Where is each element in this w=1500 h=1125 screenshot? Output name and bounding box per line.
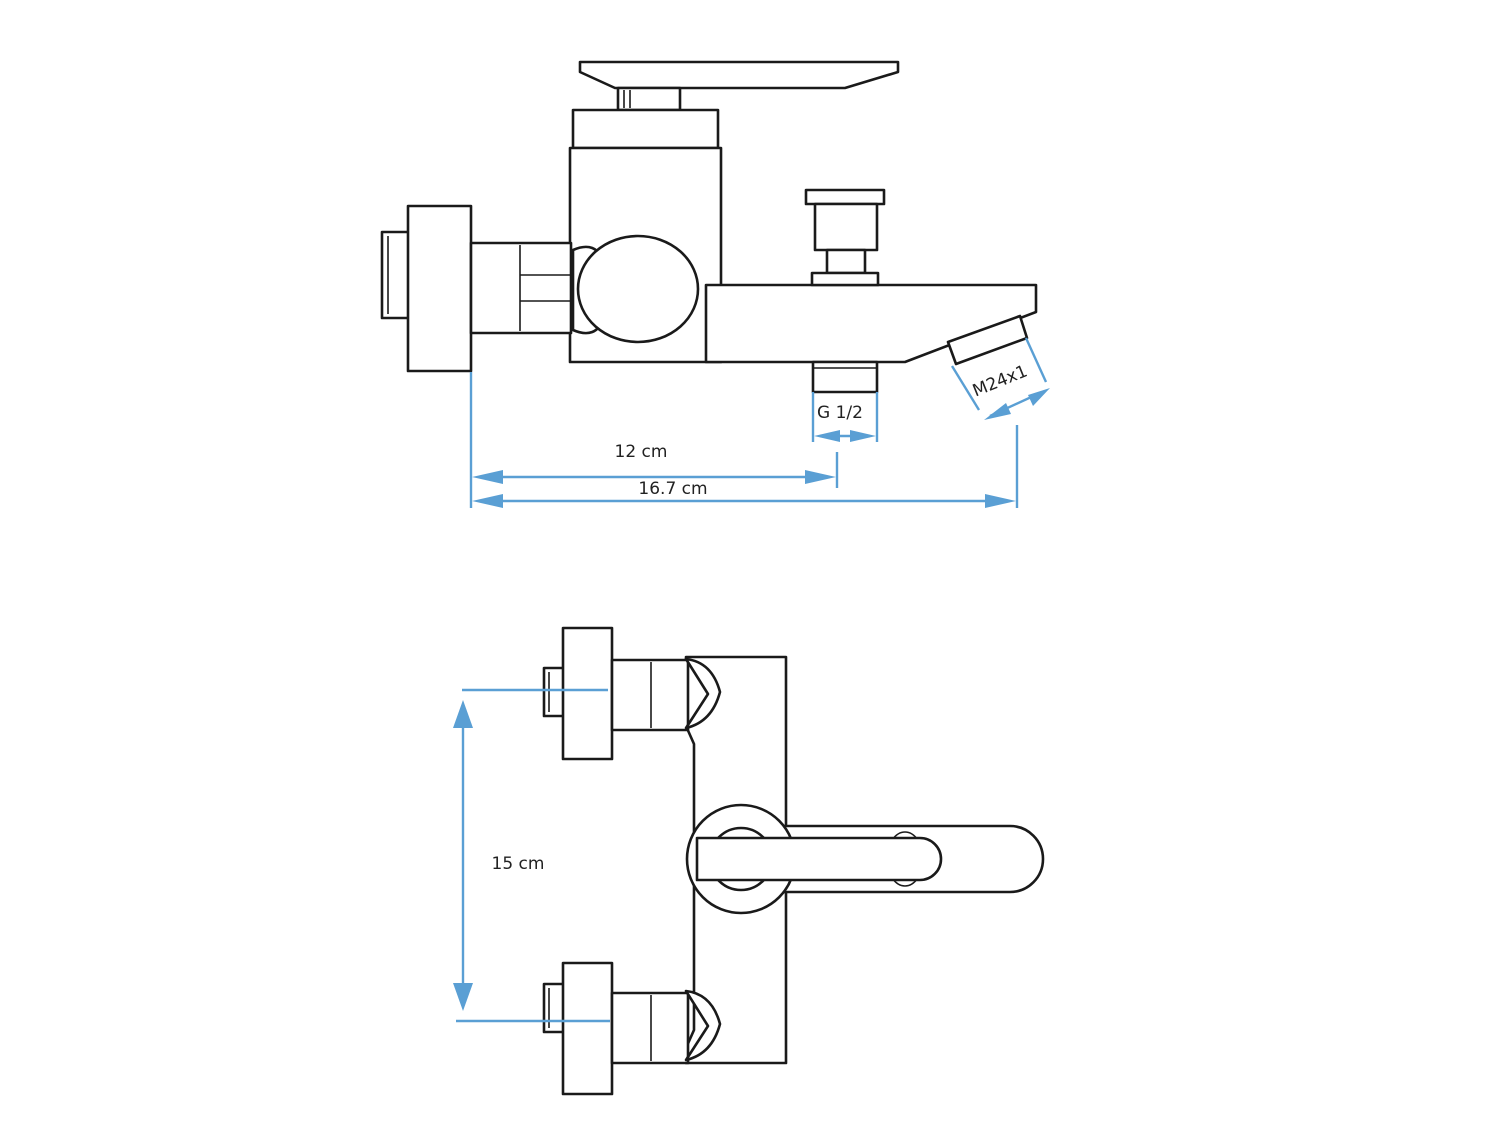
diverter-pull-body [813,202,879,252]
diverter-pull-cap [804,188,886,206]
diverter-pull-neck [825,248,867,275]
dimension-g12: G 1/2 [811,392,879,442]
dim-inlet-distance-label: 12 cm [615,442,668,462]
lower-eccentric [684,989,722,1062]
dim-connection-spacing-label: 15 cm [492,854,545,874]
dim-total-length-label: 16.7 cm [638,479,707,499]
diverter-knob [576,234,700,344]
top-lever [695,836,943,882]
lower-flange [561,961,614,1096]
upper-pipe [610,658,690,732]
inlet-thread-label: G 1/2 [817,403,863,423]
upper-flange [561,626,614,761]
dimension-167cm: 16.7 cm [472,425,1019,508]
upper-eccentric [684,657,722,730]
cartridge-cap [571,108,720,150]
diverter-pull-base [810,271,880,287]
inlet-connector [811,360,879,394]
lower-pipe [610,991,690,1065]
wall-flange [406,204,473,373]
side-view: G 1/2 M24x1 12 cm 16.7 cm [380,60,1050,508]
top-view: 15 cm [453,626,1045,1096]
wall-nut [380,230,412,320]
dimension-12cm: 12 cm [469,372,839,508]
outlet-thread-label: M24x1 [970,361,1031,401]
lever-handle [578,60,900,90]
dimension-15cm: 15 cm [453,688,610,1023]
inlet-pipe [469,241,573,335]
handle-stem [616,86,682,112]
upper-connection [542,626,722,761]
